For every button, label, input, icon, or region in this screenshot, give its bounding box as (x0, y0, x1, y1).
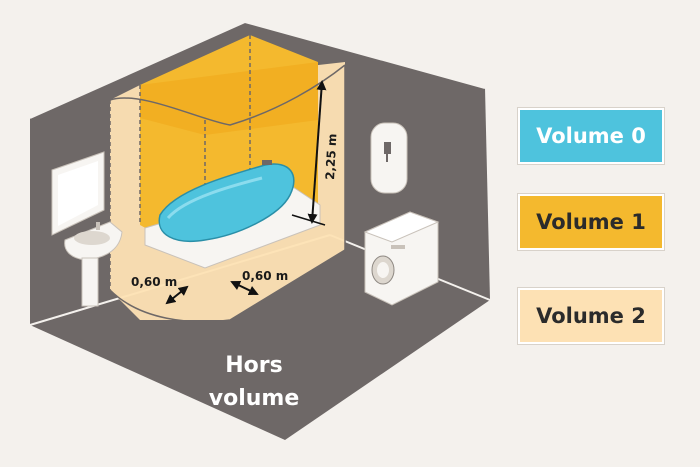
washbasin-icon (64, 221, 123, 307)
hors-volume-line2: volume (209, 386, 300, 411)
hors-volume-line1: Hors (225, 353, 282, 378)
legend-volume-2-label: Volume 2 (536, 304, 646, 328)
distance-left-label: 0,60 m (131, 275, 177, 289)
distance-left-dimension: 0,60 m (131, 275, 189, 305)
legend-volume-0-label: Volume 0 (536, 124, 646, 148)
bathtub-icon (144, 160, 321, 269)
height-dimension: 2,25 m (291, 80, 339, 226)
legend-volume-1: Volume 1 (518, 194, 664, 250)
mirror-icon (51, 151, 105, 236)
washing-machine-icon (363, 211, 440, 306)
legend-volume-0: Volume 0 (518, 108, 664, 164)
height-label: 2,25 m (323, 133, 339, 180)
water-heater-icon (370, 122, 408, 194)
distance-right-label: 0,60 m (242, 269, 288, 283)
hors-volume-label: Hors volume (209, 353, 300, 411)
distance-right-dimension: 0,60 m (230, 269, 288, 296)
legend-volume-2: Volume 2 (518, 288, 664, 344)
legend-volume-1-label: Volume 1 (536, 210, 646, 234)
